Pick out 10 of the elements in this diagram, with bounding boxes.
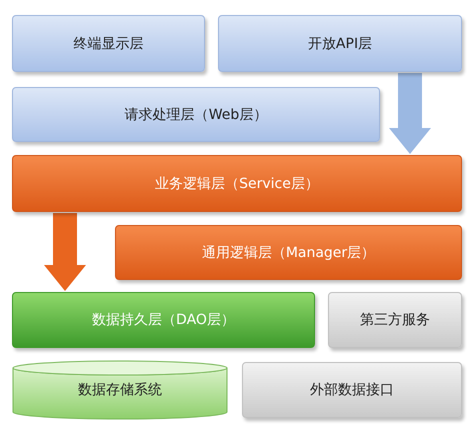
layer-box: 通用逻辑层（Manager层） [115,225,462,280]
layer-box: 数据持久层（DAO层） [12,292,315,348]
arrow [389,73,431,154]
layer-box: 业务逻辑层（Service层） [12,155,462,212]
layer-box: 外部数据接口 [242,362,462,418]
layer-box: 终端显示层 [12,15,205,72]
arrow [44,213,86,291]
layer-box: 开放API层 [218,15,462,72]
layer-box: 请求处理层（Web层） [12,87,380,142]
layer-box: 第三方服务 [328,292,462,348]
